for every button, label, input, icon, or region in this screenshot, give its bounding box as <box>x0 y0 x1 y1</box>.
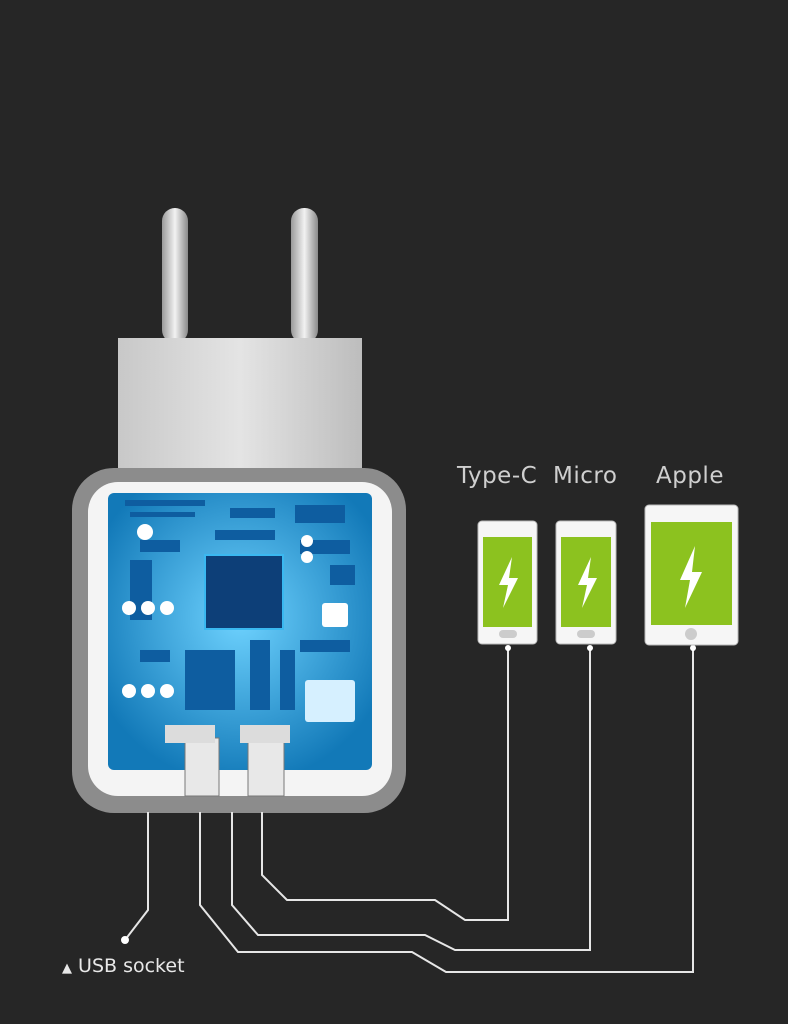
usb-port-2 <box>247 737 285 797</box>
line-type-c <box>261 648 509 921</box>
phone-micro <box>555 520 617 645</box>
plug-pin-right <box>291 208 318 343</box>
label-type-c: Type-C <box>457 463 538 489</box>
label-apple: Apple <box>656 463 724 489</box>
line-micro <box>231 648 591 951</box>
usb-socket-label: ▲ USB socket <box>62 955 185 977</box>
lightning-bolt-icon <box>680 546 702 608</box>
line-usb-socket <box>124 812 149 941</box>
phone-type-c <box>477 520 538 645</box>
triangle-icon: ▲ <box>62 961 72 976</box>
usb-port-1 <box>184 737 220 797</box>
line-apple <box>199 648 694 973</box>
lightning-bolt-icon <box>578 557 597 608</box>
label-micro: Micro <box>553 463 618 489</box>
connector-lines <box>124 648 694 973</box>
plug-body <box>118 338 362 480</box>
usb-socket-dot <box>121 936 129 944</box>
tablet-apple <box>644 504 739 646</box>
usb-socket-text: USB socket <box>78 955 185 977</box>
lightning-bolt-icon <box>499 557 518 608</box>
chip <box>204 554 284 630</box>
plug-pin-left <box>162 208 188 343</box>
